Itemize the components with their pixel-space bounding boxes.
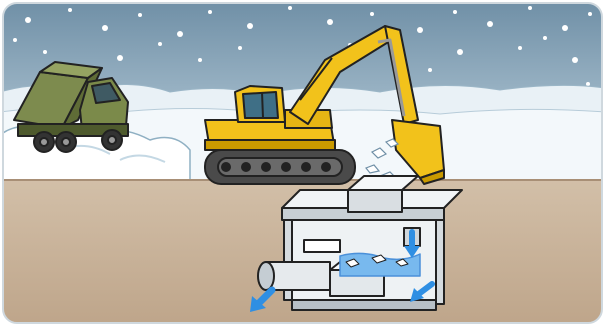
illustration-frame bbox=[0, 0, 605, 326]
snow-melting-illustration bbox=[0, 0, 605, 326]
